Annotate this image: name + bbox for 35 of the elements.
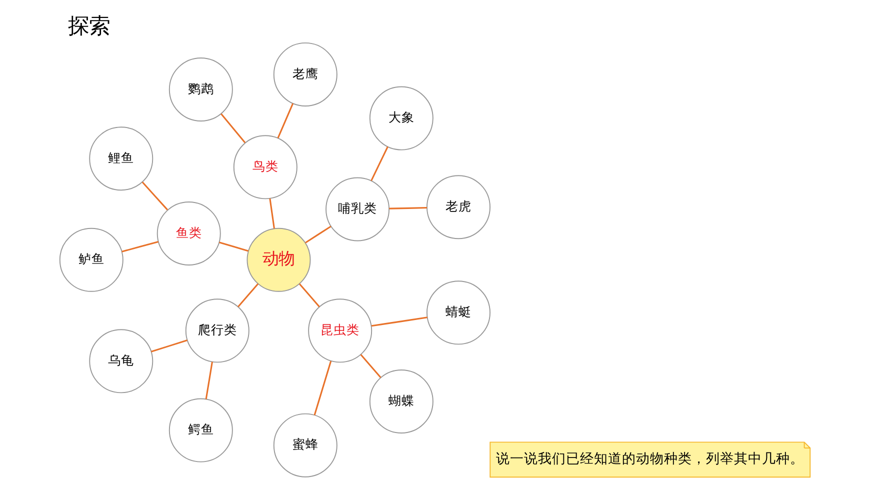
node-circle: 鱼类 <box>156 202 221 266</box>
node-circle: 鲈鱼 <box>59 228 124 292</box>
connector <box>305 226 332 244</box>
node-circle: 鹦鹉 <box>168 57 233 122</box>
node-circle: 老鹰 <box>273 42 338 106</box>
connector <box>371 316 428 327</box>
connector <box>389 207 427 210</box>
node-circle: 老虎 <box>426 175 490 240</box>
node-circle: 爬行类 <box>185 298 250 363</box>
connector <box>122 241 158 252</box>
node-circle: 蜻蜓 <box>426 280 490 345</box>
label: 说一说我们已经知道的动物种类，列举其中几种。 <box>496 451 804 468</box>
connector <box>150 340 188 352</box>
node-circle: 动物 <box>246 228 311 292</box>
node-circle: 鸟类 <box>233 135 298 200</box>
connector <box>269 198 275 229</box>
connector <box>277 103 294 138</box>
connector <box>238 283 259 308</box>
node-circle: 昆虫类 <box>308 298 372 363</box>
connector <box>220 113 246 144</box>
node-circle: 鲤鱼 <box>89 126 154 191</box>
node-circle: 蝴蝶 <box>369 369 434 434</box>
connector <box>360 354 382 378</box>
node-circle: 大象 <box>369 86 434 150</box>
connector <box>205 362 213 400</box>
connector <box>314 360 332 416</box>
connector <box>219 242 249 252</box>
node-circle: 乌龟 <box>89 329 154 394</box>
node-circle: 鳄鱼 <box>168 398 233 462</box>
connector <box>298 283 320 308</box>
connector <box>142 182 168 210</box>
node-circle: 哺乳类 <box>326 177 390 242</box>
node-circle: 蜜蜂 <box>273 413 338 478</box>
diagram-title: 探索 <box>68 14 110 39</box>
connector <box>370 146 388 182</box>
